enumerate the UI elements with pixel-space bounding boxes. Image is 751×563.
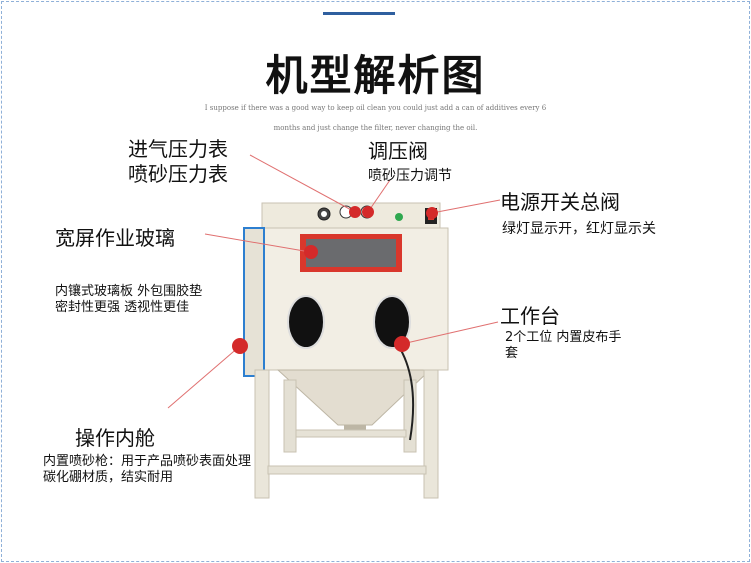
label-bench-desc-1: 2个工位 内置皮布手 — [505, 330, 622, 345]
marker-bench — [394, 336, 410, 352]
leg-back-left — [283, 379, 297, 453]
label-valve-title: 调压阀 — [368, 139, 428, 163]
callout-line-valve — [367, 179, 391, 213]
marker-valve — [362, 206, 374, 218]
label-cabin-desc-2: 碳化硼材质，结实耐用 — [43, 470, 174, 485]
side-door — [243, 227, 265, 377]
page-title: 机型解析图 — [265, 51, 486, 100]
leg-back-right — [403, 379, 417, 453]
label-glass-title: 宽屏作业玻璃 — [55, 226, 175, 250]
label-cabin-title: 操作内舱 — [75, 426, 155, 450]
glove-port-left — [287, 295, 325, 349]
crossbar-middle — [295, 429, 407, 438]
label-cabin-desc-1: 内置喷砂枪：用于产品喷砂表面处理 — [43, 454, 252, 469]
label-glass-desc-2: 密封性更强 透视性更佳 — [55, 300, 190, 315]
subtitle-line-1: I suppose if there was a good way to kee… — [204, 104, 547, 112]
label-blast-gauge: 喷砂压力表 — [128, 162, 228, 186]
subtitle-line-2: months and just change the filter, never… — [273, 124, 478, 132]
control-panel — [261, 202, 441, 231]
callout-line-bench — [401, 321, 499, 345]
power-indicator-light — [395, 213, 403, 221]
callout-line-power — [431, 199, 501, 214]
air-hose — [397, 344, 415, 441]
leg-front-right — [423, 369, 439, 499]
callout-line-glass — [204, 233, 311, 253]
callout-line-gauges — [249, 154, 356, 213]
label-bench-title: 工作台 — [500, 304, 560, 328]
marker-cabin — [232, 338, 248, 354]
marker-glass — [304, 245, 318, 259]
label-intake-gauge: 进气压力表 — [128, 137, 228, 161]
label-glass-desc-1: 内镶式玻璃板 外包围胶垫 — [55, 284, 203, 299]
crossbar-bottom — [267, 465, 427, 475]
label-power-title: 电源开关总阀 — [500, 190, 620, 214]
hopper — [276, 369, 432, 426]
callout-line-cabin — [167, 345, 241, 409]
label-power-desc: 绿灯显示开，红灯显示关 — [502, 221, 656, 237]
marker-power — [426, 207, 438, 219]
marker-gauges — [349, 206, 361, 218]
label-bench-desc-2: 套 — [505, 346, 519, 361]
leg-front-left — [254, 369, 270, 499]
gauge-face-1 — [321, 211, 327, 217]
glass-window — [306, 239, 396, 267]
top-accent-bar — [323, 12, 395, 15]
label-valve-desc: 喷砂压力调节 — [368, 168, 452, 184]
glove-port-right — [373, 295, 411, 349]
